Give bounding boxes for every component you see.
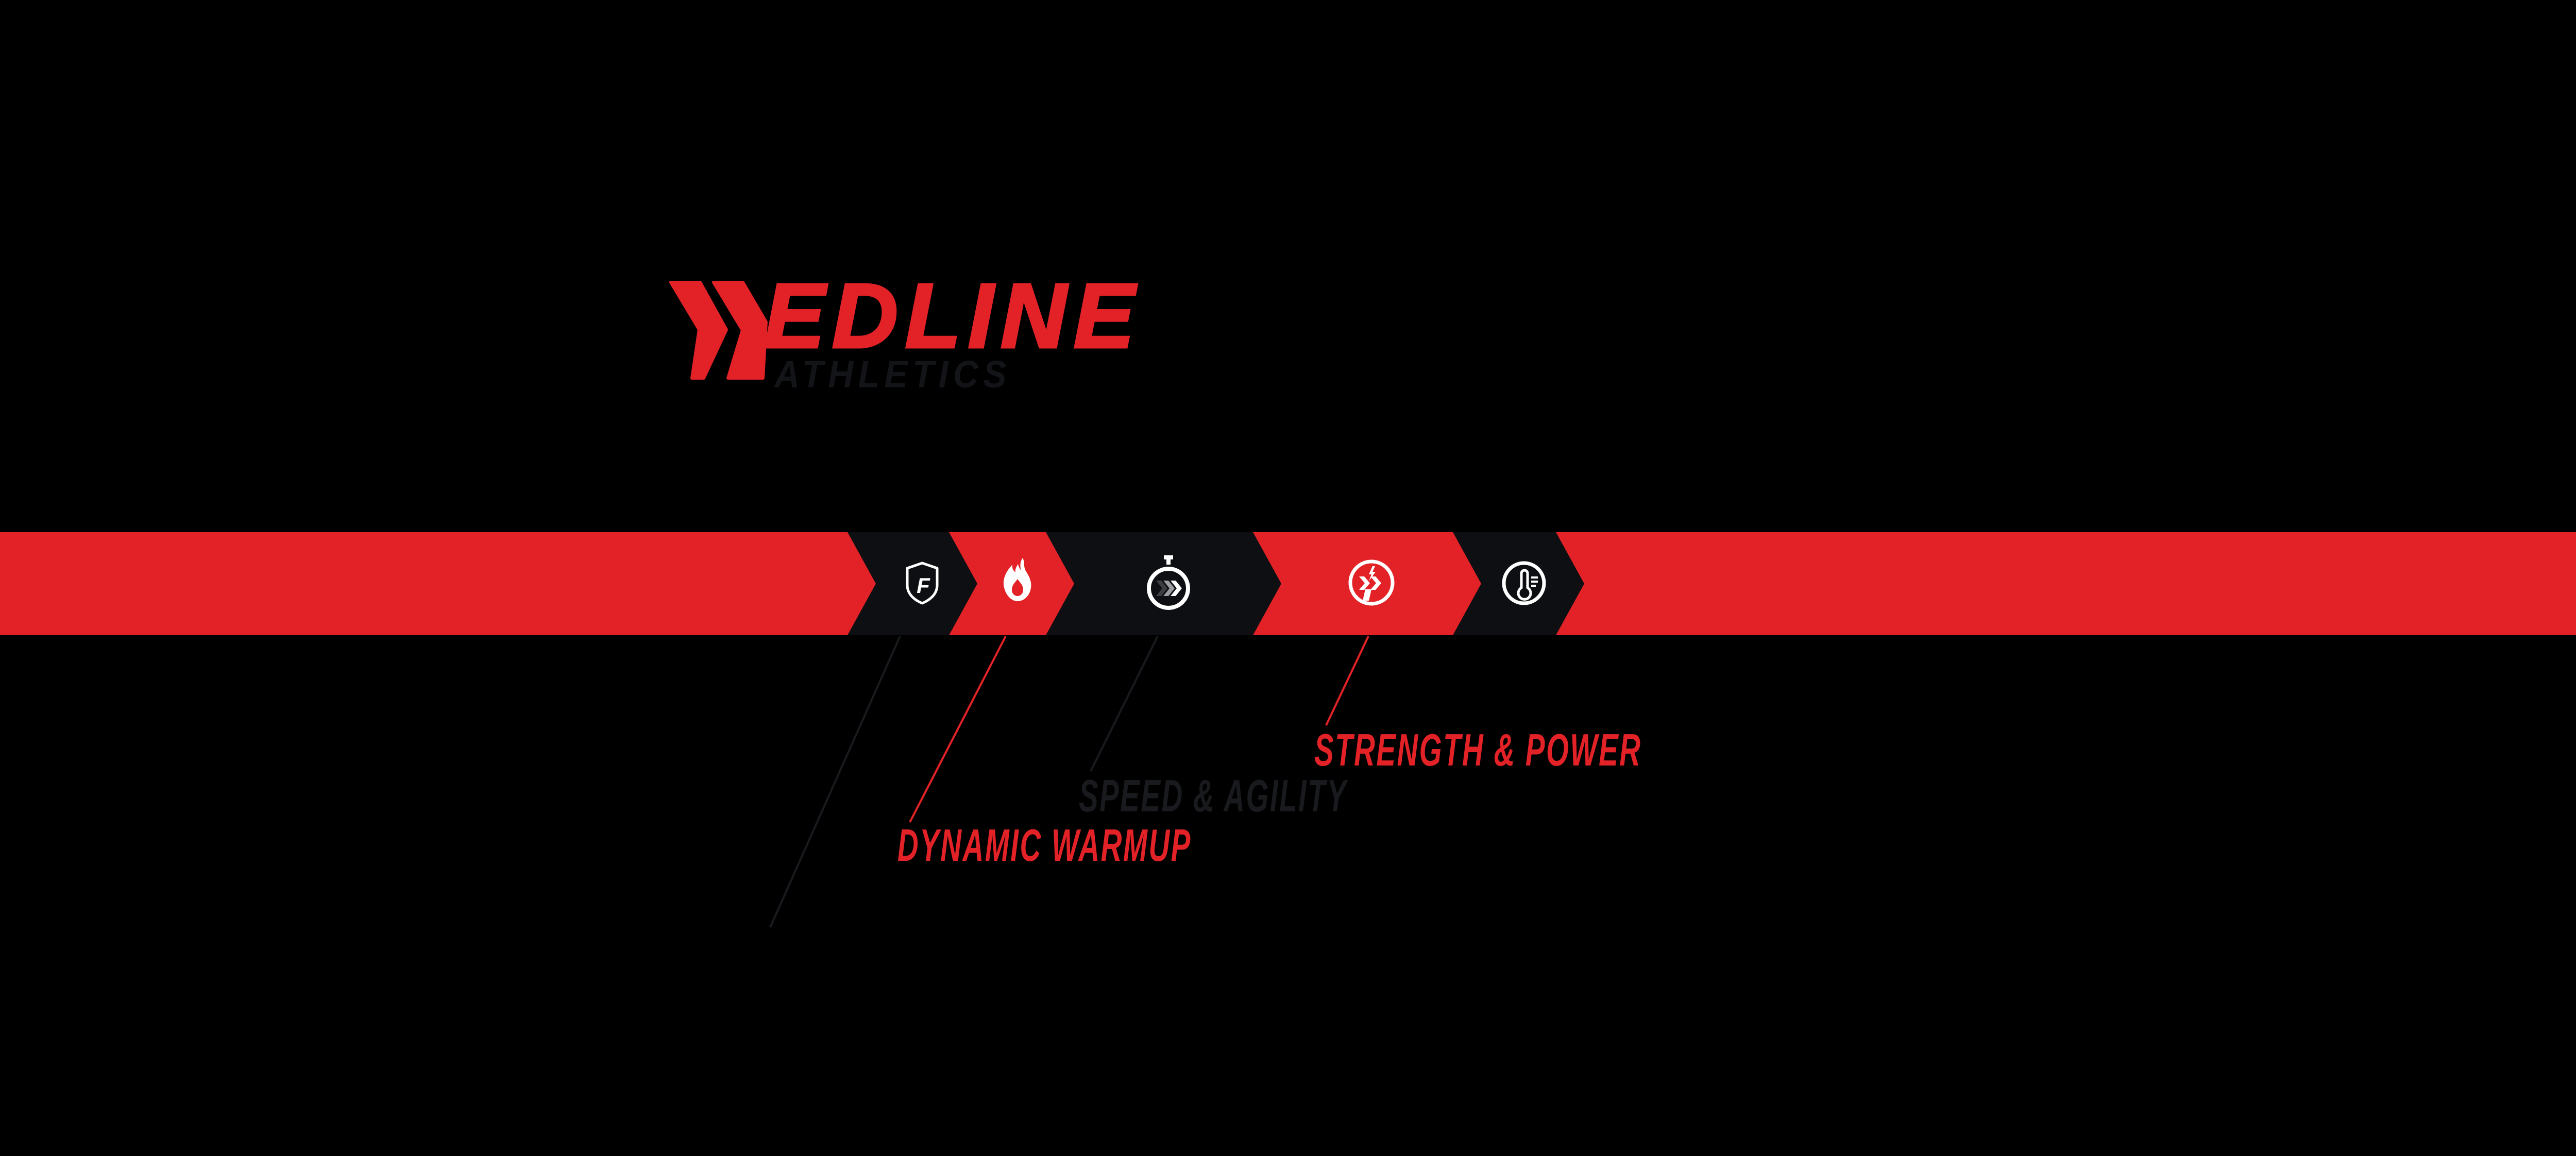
stopwatch-chevron-2	[1163, 581, 1175, 596]
logo-chevron-2-leg	[712, 281, 768, 380]
brand-wordmark: EDLINE	[762, 265, 1142, 367]
flame-icon	[1003, 558, 1031, 601]
stopwatch-chevron-1	[1156, 581, 1167, 596]
label-dynamic-warmup: DYNAMIC WARMUP	[897, 820, 1192, 871]
strength-power-icon	[1348, 559, 1395, 606]
brand-subtitle: ATHLETICS	[774, 353, 1011, 396]
redline-r-chevrons-icon	[669, 281, 768, 380]
leader-line-foundation	[769, 636, 901, 928]
logo-chevron-1	[669, 281, 728, 380]
shield-f-icon: F	[906, 562, 939, 605]
label-strength-power: STRENGTH & POWER	[1314, 724, 1642, 775]
strength-leg-bar	[1363, 589, 1371, 601]
lightning-bolt	[1369, 566, 1376, 581]
stopwatch-chevron-3	[1171, 581, 1182, 596]
stopwatch-icon	[1147, 555, 1190, 610]
leader-line-speed-agility	[1090, 636, 1159, 772]
leader-line-dynamic-warmup	[909, 636, 1007, 823]
leader-line-strength-power	[1325, 636, 1369, 726]
shield-letter: F	[917, 573, 930, 598]
thermometer-icon	[1502, 561, 1546, 605]
label-speed-agility: SPEED & AGILITY	[1079, 770, 1348, 821]
timeline-band	[0, 532, 2576, 635]
